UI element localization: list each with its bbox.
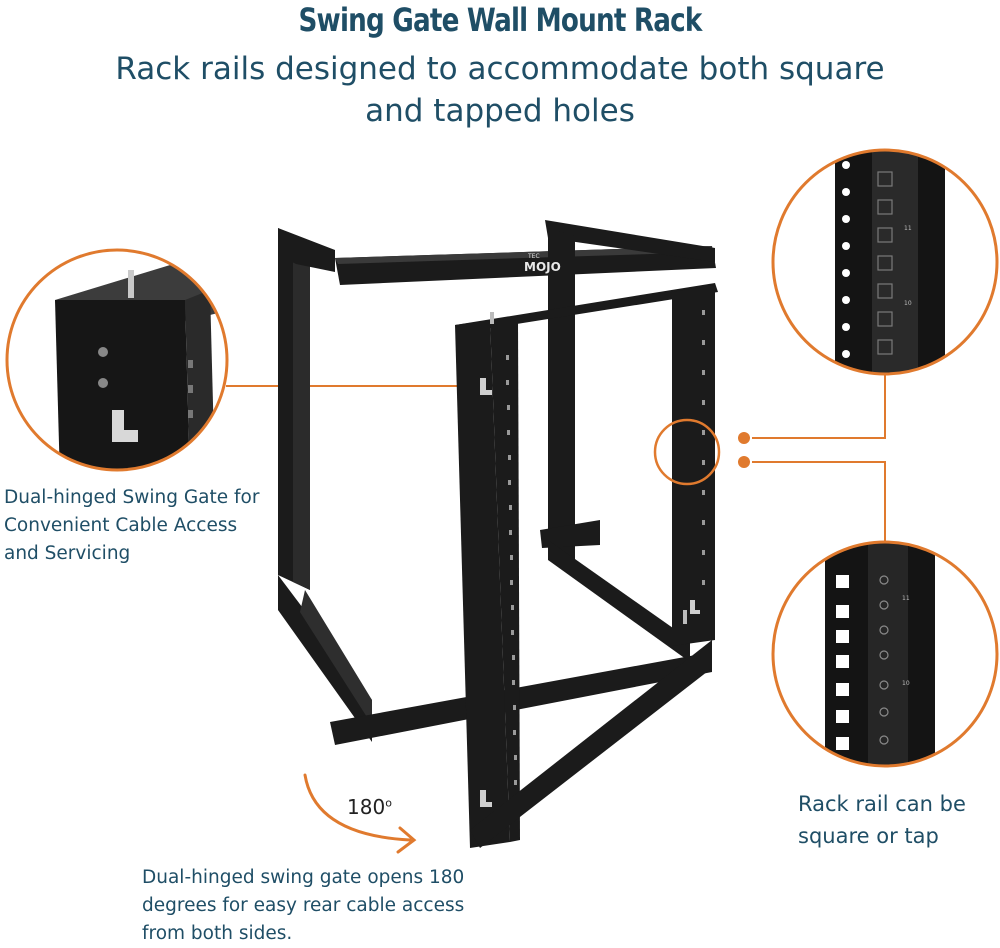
brand-logo: MOJO xyxy=(524,260,561,274)
rail-callout-line-2: square or tap xyxy=(798,824,939,848)
hinge-callout-text: Dual-hinged Swing Gate for Convenient Ca… xyxy=(4,484,259,568)
page-subtitle: Rack rails designed to accommodate both … xyxy=(0,48,1000,132)
rail-number-bottom-a: 11 xyxy=(902,595,910,602)
swing-callout-line-2: degrees for easy rear cable access xyxy=(142,895,465,916)
hinge-brackets xyxy=(480,378,700,807)
gate-rail-holes xyxy=(506,310,705,785)
callout-connector-lines xyxy=(226,374,886,542)
hinge-callout-line-1: Dual-hinged Swing Gate for xyxy=(4,487,260,508)
hinge-callout-line-3: and Servicing xyxy=(4,543,131,564)
square-hole-zoom-circle: 11 10 xyxy=(771,148,999,376)
rack-frame xyxy=(278,220,718,848)
tapped-hole-zoom-circle: 11 10 xyxy=(771,540,999,768)
rail-number-top-a: 11 xyxy=(904,225,912,232)
swing-arrow-icon xyxy=(303,773,417,854)
page-title: Swing Gate Wall Mount Rack xyxy=(298,1,702,39)
swing-angle-label: 180o xyxy=(347,795,392,819)
swing-callout-line-3: from both sides. xyxy=(142,923,293,944)
hinge-callout-line-2: Convenient Cable Access xyxy=(4,515,238,536)
hinge-zoom-circle xyxy=(5,248,229,472)
connector-dot-top xyxy=(738,432,750,444)
rail-number-bottom-b: 10 xyxy=(902,680,910,687)
swing-callout-text: Dual-hinged swing gate opens 180 degrees… xyxy=(142,864,464,948)
brand-logo-small: TEC xyxy=(527,253,540,260)
rail-callout-line-1: Rack rail can be xyxy=(798,792,966,816)
subtitle-line-2: and tapped holes xyxy=(365,93,635,129)
swing-callout-line-1: Dual-hinged swing gate opens 180 xyxy=(142,867,465,888)
rail-highlight-circle xyxy=(653,418,721,486)
connector-dot-bottom xyxy=(738,456,750,468)
rail-callout-text: Rack rail can be square or tap xyxy=(798,788,966,852)
rail-number-top-b: 10 xyxy=(904,300,912,307)
subtitle-line-1: Rack rails designed to accommodate both … xyxy=(115,51,885,87)
